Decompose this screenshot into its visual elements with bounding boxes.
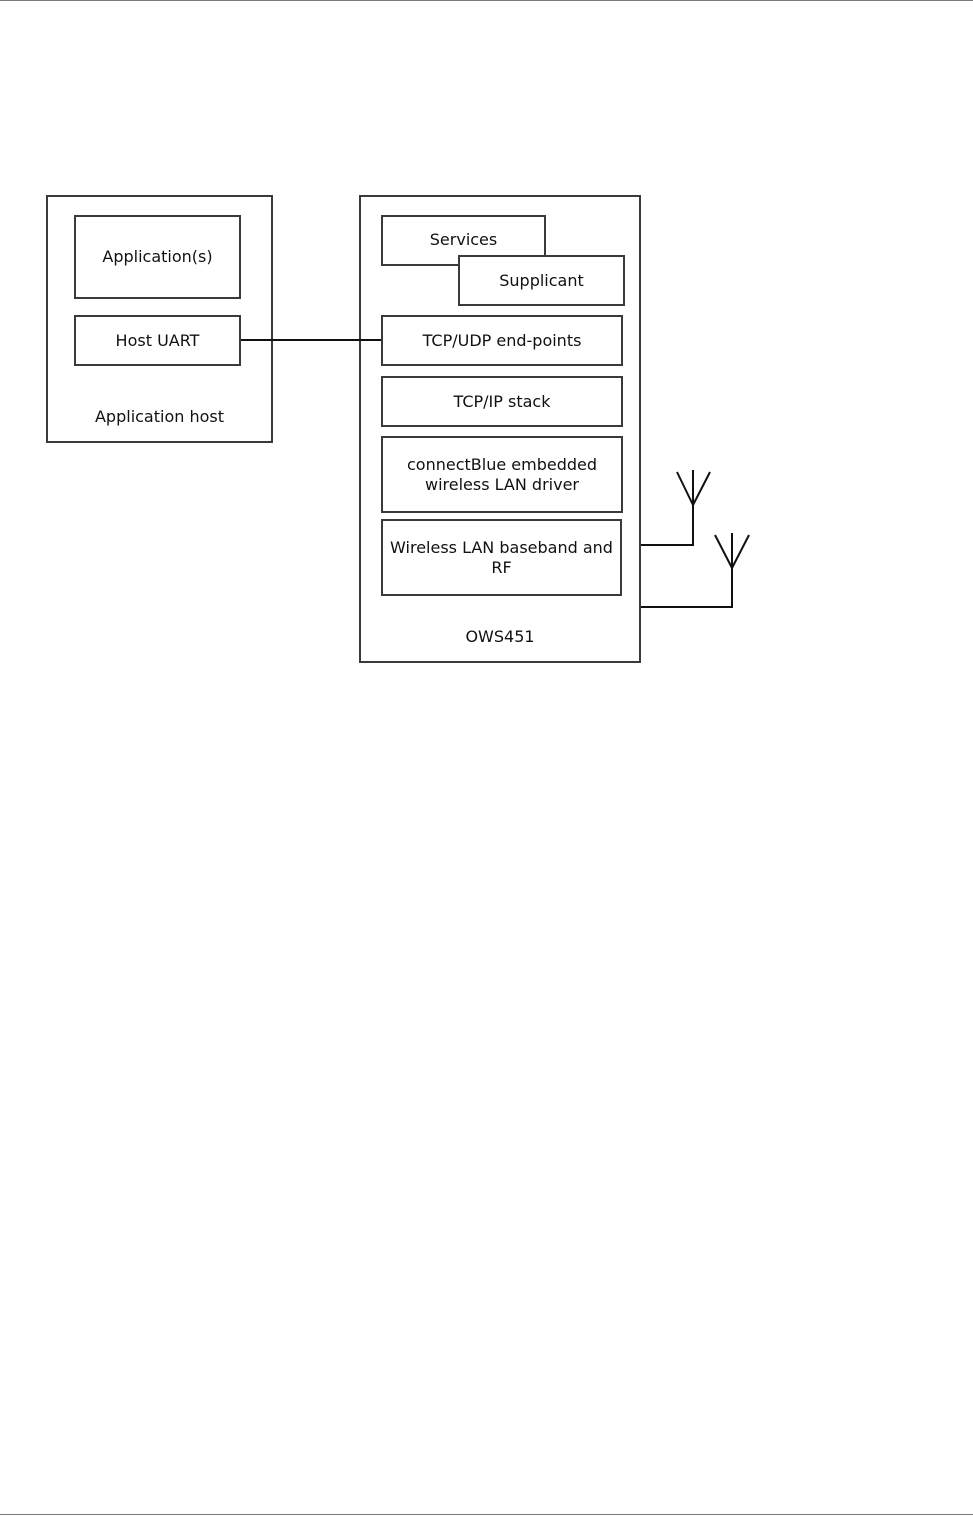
antenna-icon — [715, 533, 749, 568]
antenna-icon — [677, 470, 710, 505]
antenna-feed-line-1 — [641, 490, 693, 545]
antenna-feed-line-2 — [641, 555, 732, 607]
